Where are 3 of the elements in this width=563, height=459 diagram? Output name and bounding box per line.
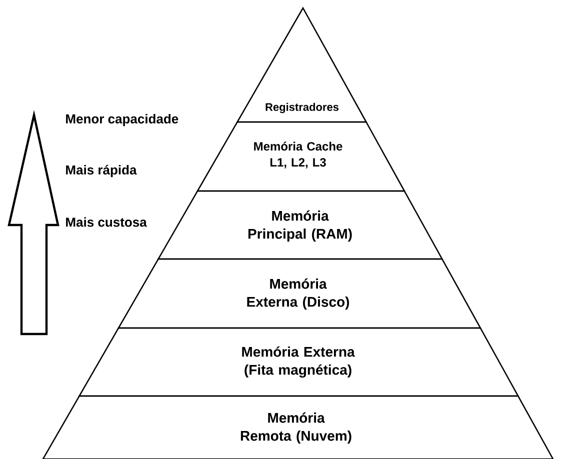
side-label: Mais custosa	[66, 217, 147, 227]
side-label: Mais rápida	[66, 164, 137, 178]
side-label: Menor capacidade	[66, 114, 178, 126]
